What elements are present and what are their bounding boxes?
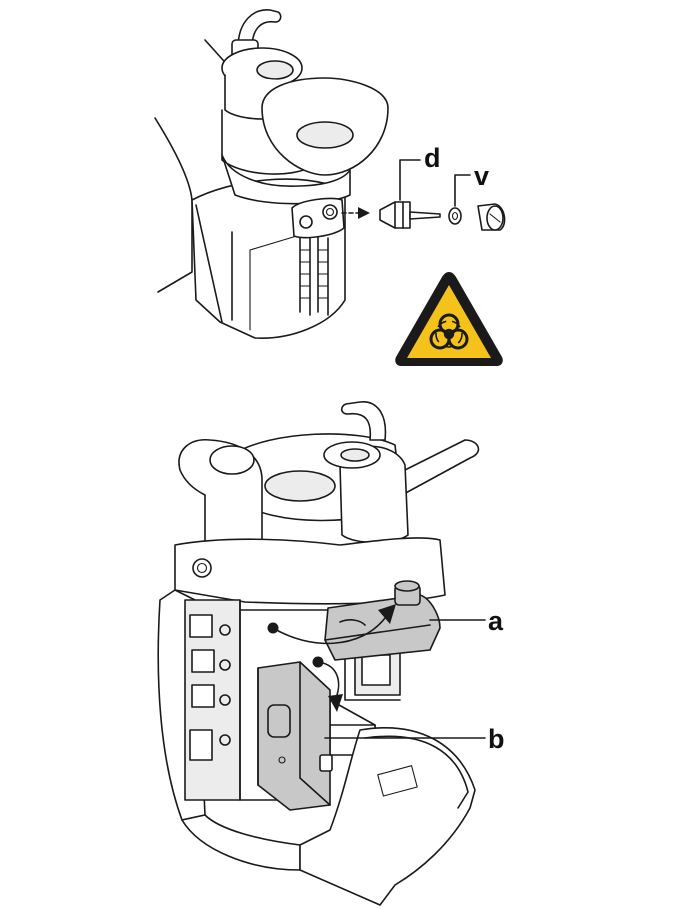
faucet-spout [237, 9, 282, 49]
rear-bowl-drain [264, 470, 336, 502]
callout-d-label: d [424, 143, 441, 173]
internal-valves [189, 614, 231, 761]
door-inner-edge [364, 735, 469, 809]
left-arm-cap [209, 445, 255, 475]
bowl-drain [296, 121, 354, 149]
indicator-ring [192, 558, 212, 578]
door-label [377, 765, 418, 797]
right-arm [394, 439, 480, 496]
callout-v-label: v [474, 161, 489, 191]
cabinet-edge [195, 204, 233, 323]
washer-part [448, 207, 462, 225]
component-a-tank [324, 580, 441, 661]
filter-part [379, 201, 441, 229]
bowl-support [221, 154, 351, 205]
callout-d-leader [399, 159, 421, 201]
housing-top-band [174, 537, 446, 605]
bottom-faucet [340, 401, 387, 441]
housing-bottom-shell [181, 814, 301, 871]
bottom-illustration: a b [157, 401, 505, 906]
top-illustration: d v [154, 9, 506, 339]
component-b-panel [257, 661, 333, 811]
callout-b-label: b [488, 724, 505, 754]
callout-v-leader [454, 174, 471, 207]
cup-holder-inner [256, 60, 294, 80]
arrow-remove-a [272, 617, 386, 645]
hose-bundle [299, 234, 329, 316]
warning-triangle-fill [407, 285, 491, 358]
cap-part [477, 203, 506, 231]
extraction-arrow-head [358, 207, 370, 219]
callout-a-label: a [488, 606, 504, 636]
filter-port-right [322, 204, 338, 220]
opened-front-door [299, 727, 476, 906]
biohazard-icon [429, 313, 469, 350]
filter-port-left [299, 215, 313, 229]
biohazard-warning-sign [395, 272, 503, 366]
cabinet-panel-seam [249, 234, 301, 331]
filter-housing [291, 197, 345, 239]
